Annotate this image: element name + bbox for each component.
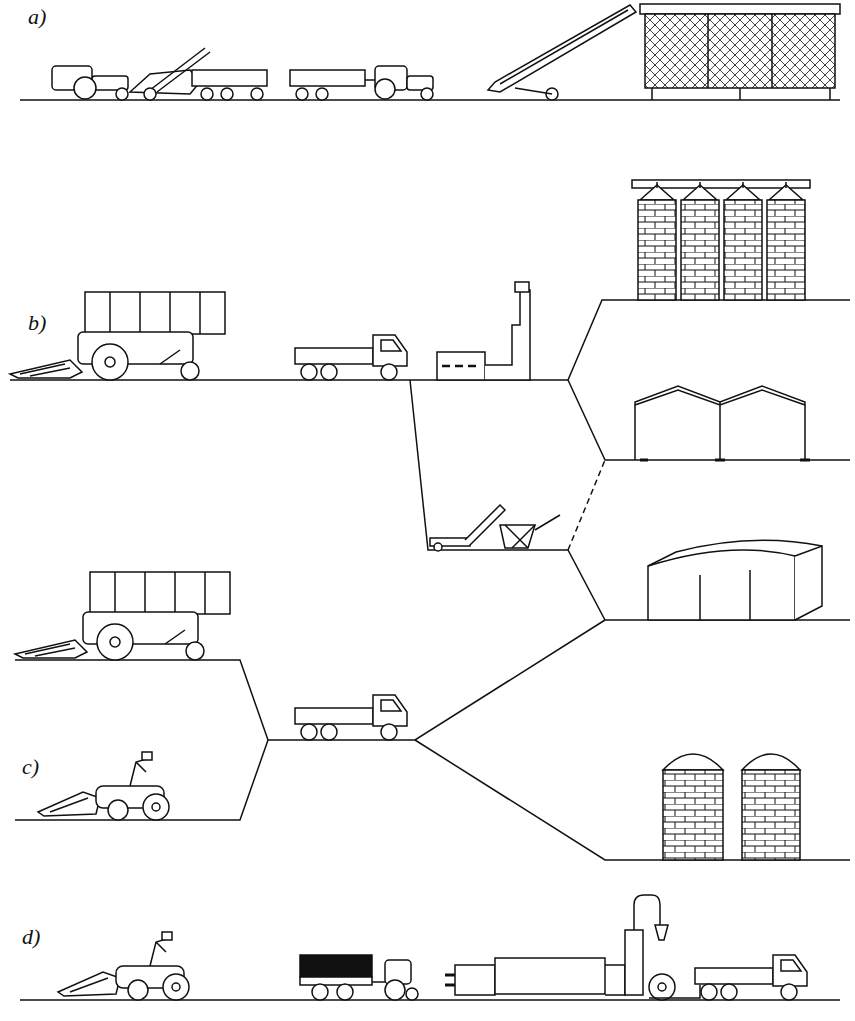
- row-label: d): [22, 926, 40, 948]
- row-label: b): [28, 312, 46, 334]
- row-label: c): [22, 756, 39, 778]
- row-label: a): [28, 6, 46, 28]
